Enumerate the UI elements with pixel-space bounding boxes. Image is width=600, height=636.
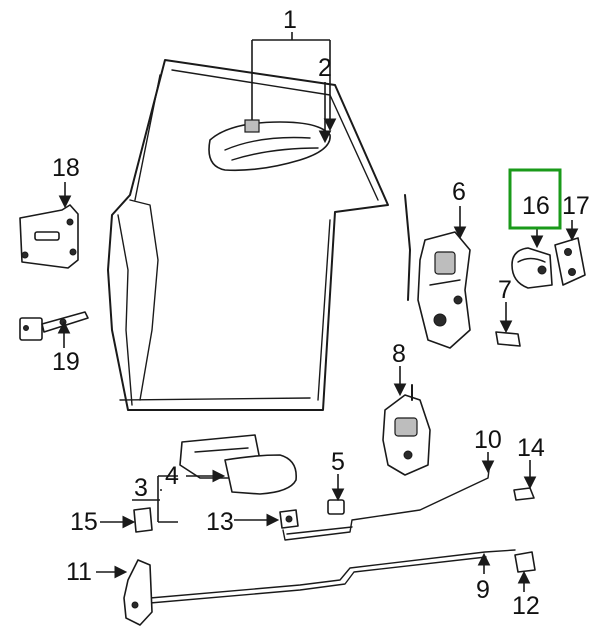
door-panel (107, 59, 389, 411)
door-striker (511, 247, 553, 289)
callout-13: 13 (206, 508, 234, 536)
handle-bezel-15 (133, 507, 153, 533)
callout-6: 6 (452, 178, 466, 206)
callout-15: 15 (70, 508, 98, 536)
callout-2: 2 (318, 54, 332, 82)
callout-14: 14 (517, 434, 545, 462)
callout-18: 18 (52, 154, 80, 182)
outside-handle (208, 119, 331, 172)
callout-3: 3 (134, 474, 148, 502)
callout-19: 19 (52, 348, 80, 376)
rod-clip-5 (327, 499, 345, 515)
inside-handle (179, 434, 297, 495)
callout-9: 9 (476, 576, 490, 604)
highlight-box (508, 168, 562, 230)
rod-clip-14 (513, 487, 535, 501)
upper-hinge (19, 204, 79, 269)
callout-5: 5 (331, 448, 345, 476)
callout-labels: 1 2 3 4 5 6 7 8 9 10 11 12 13 14 15 16 1… (52, 6, 590, 620)
rod-bracket-11 (123, 559, 153, 626)
callout-17: 17 (562, 192, 590, 220)
callout-8: 8 (392, 340, 406, 368)
callout-10: 10 (474, 426, 502, 454)
leader-lines (57, 32, 579, 592)
callout-7: 7 (498, 276, 512, 304)
rod-clip-12 (514, 551, 536, 573)
callout-1: 1 (283, 6, 297, 34)
lock-clip (495, 331, 521, 347)
rod-clip-13 (279, 509, 299, 529)
lock-rod-10 (282, 461, 491, 541)
door-latch (404, 194, 471, 349)
striker-plate (554, 237, 586, 286)
lock-actuator (382, 384, 431, 476)
callout-12: 12 (512, 592, 540, 620)
callout-16: 16 (522, 192, 550, 220)
callout-11: 11 (66, 558, 92, 586)
latch-rod-9 (139, 549, 516, 604)
door-check (19, 311, 89, 341)
callout-4: 4 (165, 462, 179, 490)
